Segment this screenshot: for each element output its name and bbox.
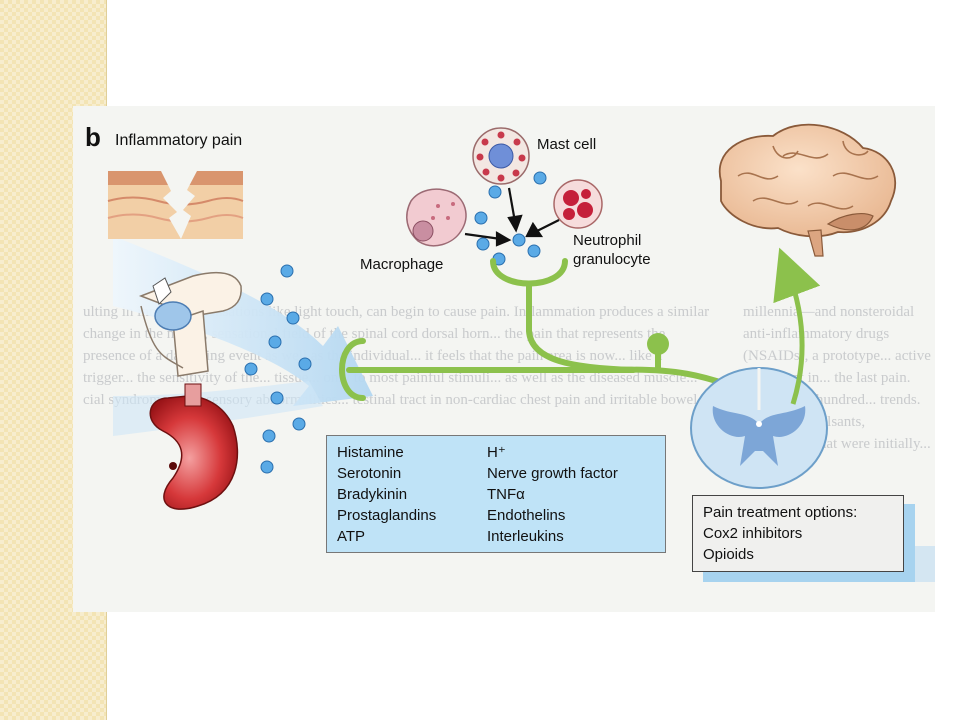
treatment-title: Pain treatment options: — [703, 504, 858, 521]
ascending-pathway — [773, 247, 821, 405]
nerve-cell-body — [647, 333, 669, 355]
spinal-cord-icon — [690, 367, 828, 489]
nociceptor-nerve — [339, 258, 756, 401]
skin-wound-icon — [107, 171, 244, 239]
mediator-item: H⁺ — [487, 444, 506, 461]
mediator-item: Bradykinin — [337, 486, 408, 503]
release-arrows — [464, 187, 560, 247]
mediator-item: Nerve growth factor — [487, 465, 618, 482]
neutrophil-icon — [553, 179, 603, 229]
mast-cell-icon — [472, 127, 530, 185]
panel-letter: b — [85, 122, 101, 152]
mediators-left-list: Histamine Serotonin Bradykinin Prostagla… — [337, 442, 436, 547]
treatment-options-box: Pain treatment options: Cox2 inhibitors … — [692, 495, 904, 572]
panel-title: Inflammatory pain — [115, 132, 243, 149]
mediator-item: Histamine — [337, 444, 404, 461]
mediator-item: Endothelins — [487, 507, 566, 524]
mediator-item: Serotonin — [337, 465, 402, 482]
macrophage-label: Macrophage — [360, 256, 444, 273]
mediators-box: Histamine Serotonin Bradykinin Prostagla… — [326, 435, 666, 553]
mediators-right-list: H⁺ Nerve growth factor TNFα Endothelins … — [487, 442, 618, 547]
mediator-molecules — [244, 171, 547, 474]
brain-icon — [718, 123, 896, 257]
neutrophil-label-line2: granulocyte — [573, 251, 651, 268]
mediator-item: Prostaglandins — [337, 507, 437, 524]
mediator-item: ATP — [337, 528, 366, 545]
treatment-item: Cox2 inhibitors — [703, 525, 803, 542]
knee-joint-icon — [138, 271, 242, 377]
mast-cell-label: Mast cell — [537, 136, 597, 153]
stomach-icon — [149, 383, 239, 510]
macrophage-icon — [406, 188, 467, 247]
inflammatory-pain-figure: ulting in innocuous sensations like ligh… — [73, 106, 935, 612]
neutrophil-label-line1: Neutrophil — [573, 232, 642, 249]
tissue-flow-arrow — [113, 236, 373, 406]
mediator-item: TNFα — [487, 486, 525, 503]
treatment-item: Opioids — [703, 546, 754, 563]
mediator-item: Interleukins — [487, 528, 564, 545]
